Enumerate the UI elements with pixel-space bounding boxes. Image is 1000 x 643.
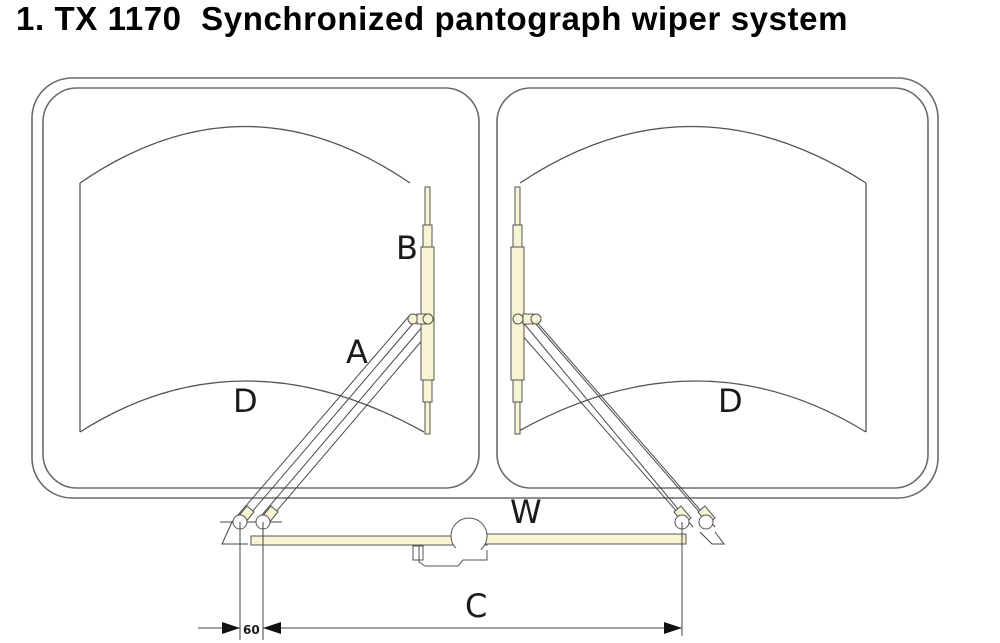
arrow-right-icon (222, 622, 240, 634)
dimension-lines (198, 522, 683, 640)
label-center-distance: C (465, 587, 487, 625)
page-title: 1. TX 1170 Synchronized pantograph wiper… (16, 0, 849, 37)
label-wiped-area-right: D (718, 382, 743, 420)
wiped-area-right (516, 125, 867, 433)
label-wiper-blade: B (396, 229, 418, 267)
windshield-frame (31, 77, 939, 499)
wiped-area-left (79, 125, 425, 433)
wiper-arm-left (231, 314, 431, 528)
arrow-right-icon (664, 622, 682, 634)
wiper-motor (412, 517, 488, 567)
label-wiper-arm: A (346, 333, 368, 371)
label-offset-dimension: 60 (243, 623, 260, 637)
label-linkage: W (510, 493, 542, 531)
wiper-arm-right (513, 314, 716, 528)
label-wiped-area-left: D (233, 382, 258, 420)
wiper-blade-right (510, 186, 542, 435)
arrow-left-icon (263, 622, 281, 634)
wiper-blade-left (407, 186, 435, 435)
